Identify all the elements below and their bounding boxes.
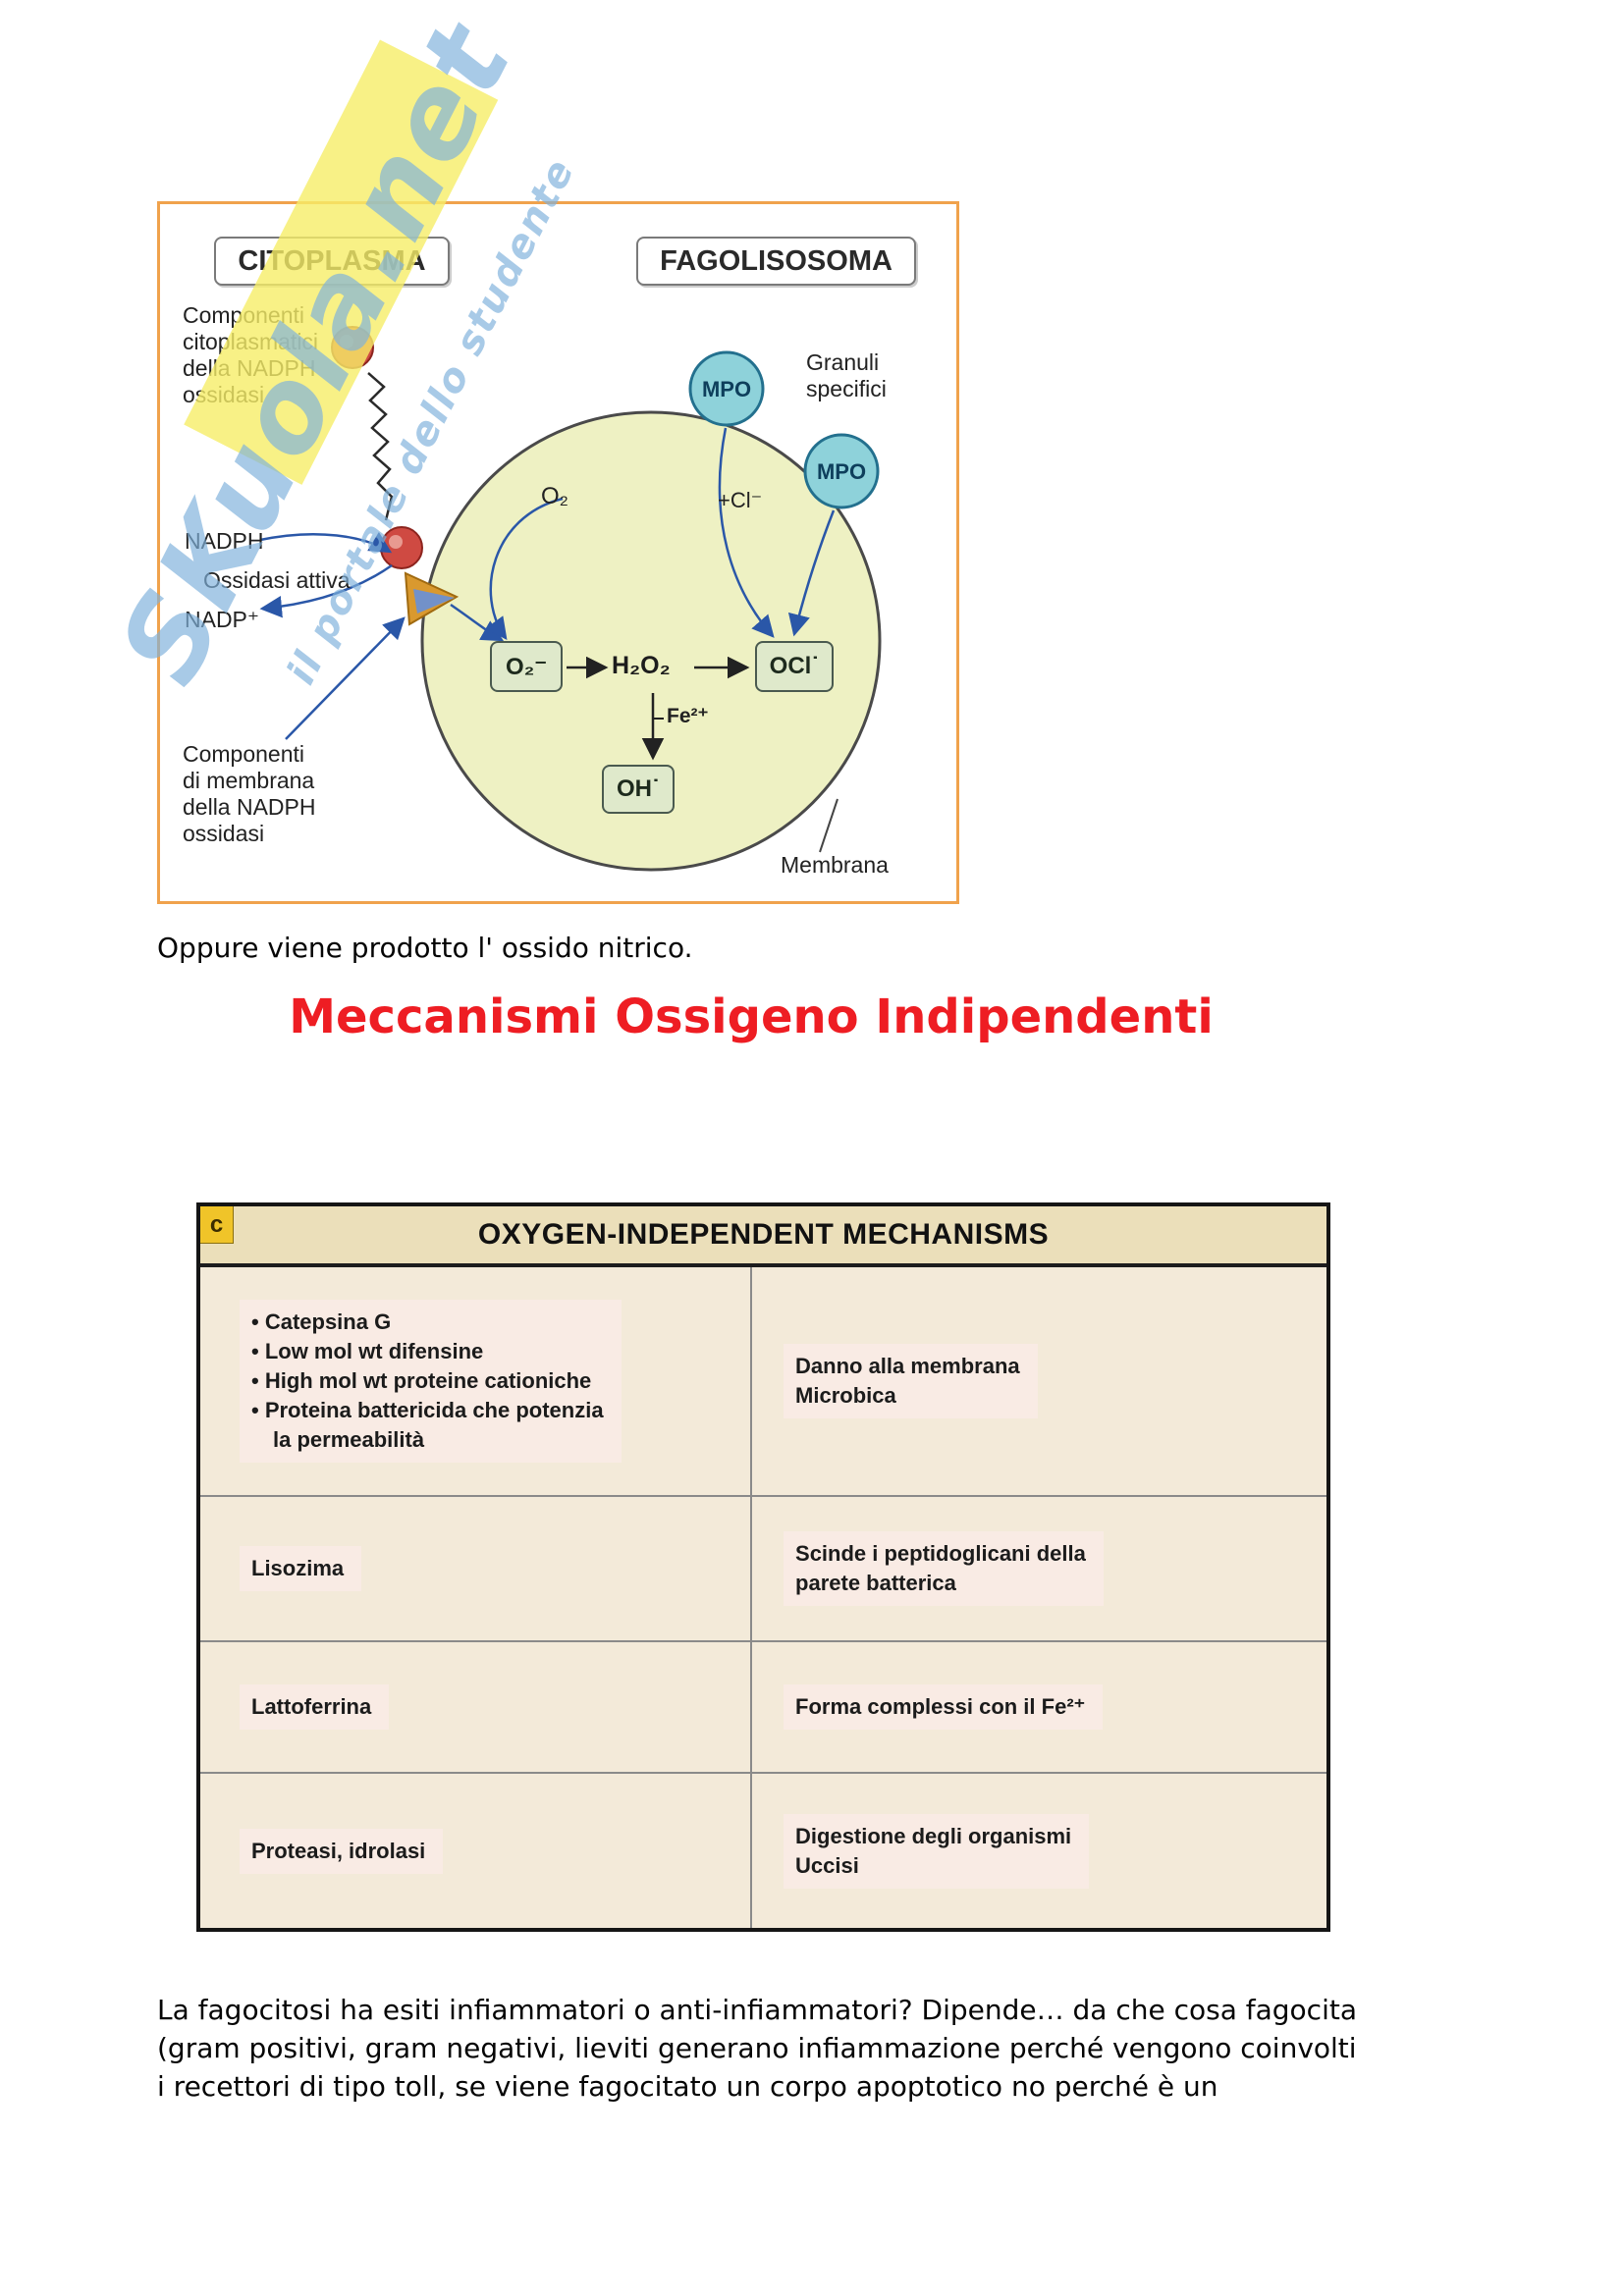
citoplasma-label: CITOPLASMA (238, 244, 426, 277)
cell-line: parete batterica (795, 1571, 956, 1595)
table-cell-right: Digestione degli organismi Uccisi (752, 1774, 1326, 1928)
label-line: della NADPH (183, 355, 316, 381)
label-line: Componenti (183, 741, 305, 767)
cell-line: Forma complessi con il Fe²⁺ (795, 1694, 1086, 1719)
table-cell-left: Lattoferrina (200, 1642, 753, 1772)
cell-line: Danno alla membrana (795, 1354, 1020, 1378)
nadph-component-ball (331, 326, 374, 369)
oxygen-independent-table: c OXYGEN-INDEPENDENT MECHANISMS • Cateps… (196, 1202, 1330, 1932)
label-cl: +Cl⁻ (718, 488, 763, 512)
table-cell-left: • Catepsina G • Low mol wt difensine • H… (200, 1267, 753, 1495)
table-row: Lattoferrina Forma complessi con il Fe²⁺ (200, 1642, 1326, 1774)
cell-line: la permeabilità (273, 1427, 425, 1452)
mpo-label: MPO (701, 377, 752, 401)
label-line: Granuli (806, 349, 880, 375)
mpo-label: MPO (816, 459, 867, 484)
label-nadph: NADPH (185, 528, 264, 554)
zigzag-linker (367, 372, 394, 521)
fe-label: Fe²⁺ (667, 705, 709, 727)
cell-text-block: Scinde i peptidoglicani della parete bat… (784, 1531, 1104, 1606)
label-line: Componenti (183, 302, 305, 328)
cell-line: Proteasi, idrolasi (251, 1838, 426, 1863)
fagolisosoma-label-box: FAGOLISOSOMA (636, 237, 916, 286)
cell-line: Uccisi (795, 1852, 859, 1878)
table-cell-right: Danno alla membrana Microbica (752, 1267, 1326, 1495)
superoxide-box: O₂⁻ (490, 641, 563, 692)
cell-text-block: Digestione degli organismi Uccisi (784, 1813, 1090, 1889)
label-line: della NADPH (183, 794, 316, 820)
table-row: Lisozima Scinde i peptidoglicani della p… (200, 1497, 1326, 1642)
arrow-nadph-to-oxidase (259, 531, 393, 554)
cell-line: • Catepsina G (251, 1309, 392, 1334)
label-line: ossidasi (183, 382, 265, 407)
paragraph-ossido-nitrico: Oppure viene prodotto l' ossido nitrico. (157, 932, 693, 964)
label-o2: O₂ (541, 483, 568, 509)
label-granuli-specifici: Granuli specifici (806, 349, 887, 402)
arrow-mpo-to-ocl (718, 427, 775, 638)
membrana-label: Membrana (781, 852, 889, 878)
label-componenti-citoplasmatici: Componenti citoplasmatici della NADPH os… (183, 302, 318, 408)
cell-line: • Low mol wt difensine (251, 1339, 484, 1363)
ocl-label: OCl˙ (769, 653, 820, 679)
figure-corner-label: c (200, 1206, 234, 1244)
superoxide-label: O₂⁻ (506, 653, 547, 680)
ball-highlight (389, 535, 403, 549)
h2o2-label: H₂O₂ (612, 652, 671, 679)
ball-highlight (340, 335, 353, 348)
cell-line: • Proteina battericida che potenzia (251, 1398, 604, 1422)
membrane-pointer-line (819, 798, 839, 853)
section-heading: Meccanismi Ossigeno Indipendenti (289, 989, 1214, 1044)
cell-text-block: Danno alla membrana Microbica (784, 1344, 1038, 1418)
cell-text-block: Lisozima (240, 1546, 362, 1591)
arrow-oxidase-to-nadp (259, 563, 393, 618)
table-cell-left: Proteasi, idrolasi (200, 1774, 753, 1928)
label-line: ossidasi (183, 821, 265, 846)
phagolysosome-circle (420, 410, 882, 872)
cell-text-block: Proteasi, idrolasi (240, 1828, 444, 1874)
cell-line: Digestione degli organismi (795, 1823, 1072, 1848)
table-row: • Catepsina G • Low mol wt difensine • H… (200, 1267, 1326, 1497)
membrane-oxidase-accent (413, 589, 455, 614)
oh-box: OH˙ (602, 765, 675, 814)
label-line: citoplasmatici (183, 329, 319, 354)
paragraph-fagocitosi: La fagocitosi ha esiti infiammatori o an… (157, 1991, 1497, 2106)
arrow-membrane-components (285, 616, 406, 740)
cell-line: Microbica (795, 1383, 896, 1408)
arrow-o2-to-superoxide (485, 497, 564, 641)
label-ossidasi-attiva: Ossidasi attiva (203, 567, 351, 593)
mpo-granule-circle (688, 350, 765, 427)
cell-text-block: Lattoferrina (240, 1684, 390, 1730)
cell-text-block: • Catepsina G • Low mol wt difensine • H… (240, 1300, 622, 1463)
cell-line: Lisozima (251, 1556, 345, 1580)
table-cell-right: Scinde i peptidoglicani della parete bat… (752, 1497, 1326, 1640)
cell-line: • High mol wt proteine cationiche (251, 1368, 592, 1393)
paragraph-line: i recettori di tipo toll, se viene fagoc… (157, 2070, 1218, 2103)
oh-label: OH˙ (617, 775, 660, 802)
fagolisosoma-label: FAGOLISOSOMA (660, 244, 893, 277)
paragraph-line: (gram positivi, gram negativi, lieviti g… (157, 2032, 1357, 2064)
label-line: specifici (806, 376, 887, 401)
table-cell-left: Lisozima (200, 1497, 753, 1640)
cell-text-block: Forma complessi con il Fe²⁺ (784, 1684, 1104, 1730)
table-title: OXYGEN-INDEPENDENT MECHANISMS (477, 1218, 1050, 1251)
cell-line: Lattoferrina (251, 1694, 372, 1719)
mpo-granule-circle (803, 433, 880, 509)
arrow-mpo2-to-ocl (787, 509, 836, 637)
ocl-box: OCl˙ (755, 641, 834, 692)
label-nadp: NADP⁺ (185, 607, 260, 632)
table-row: Proteasi, idrolasi Digestione degli orga… (200, 1774, 1326, 1928)
citoplasma-label-box: CITOPLASMA (214, 237, 450, 286)
nadph-component-ball (380, 526, 423, 569)
label-componenti-membrana: Componenti di membrana della NADPH ossid… (183, 741, 316, 847)
cell-line: Scinde i peptidoglicani della (795, 1541, 1086, 1566)
nadph-oxidase-figure: CITOPLASMA FAGOLISOSOMA Componenti citop… (157, 201, 959, 904)
paragraph-line: La fagocitosi ha esiti infiammatori o an… (157, 1994, 1357, 2026)
label-line: di membrana (183, 768, 315, 793)
table-cell-right: Forma complessi con il Fe²⁺ (752, 1642, 1326, 1772)
table-header: c OXYGEN-INDEPENDENT MECHANISMS (200, 1206, 1326, 1267)
